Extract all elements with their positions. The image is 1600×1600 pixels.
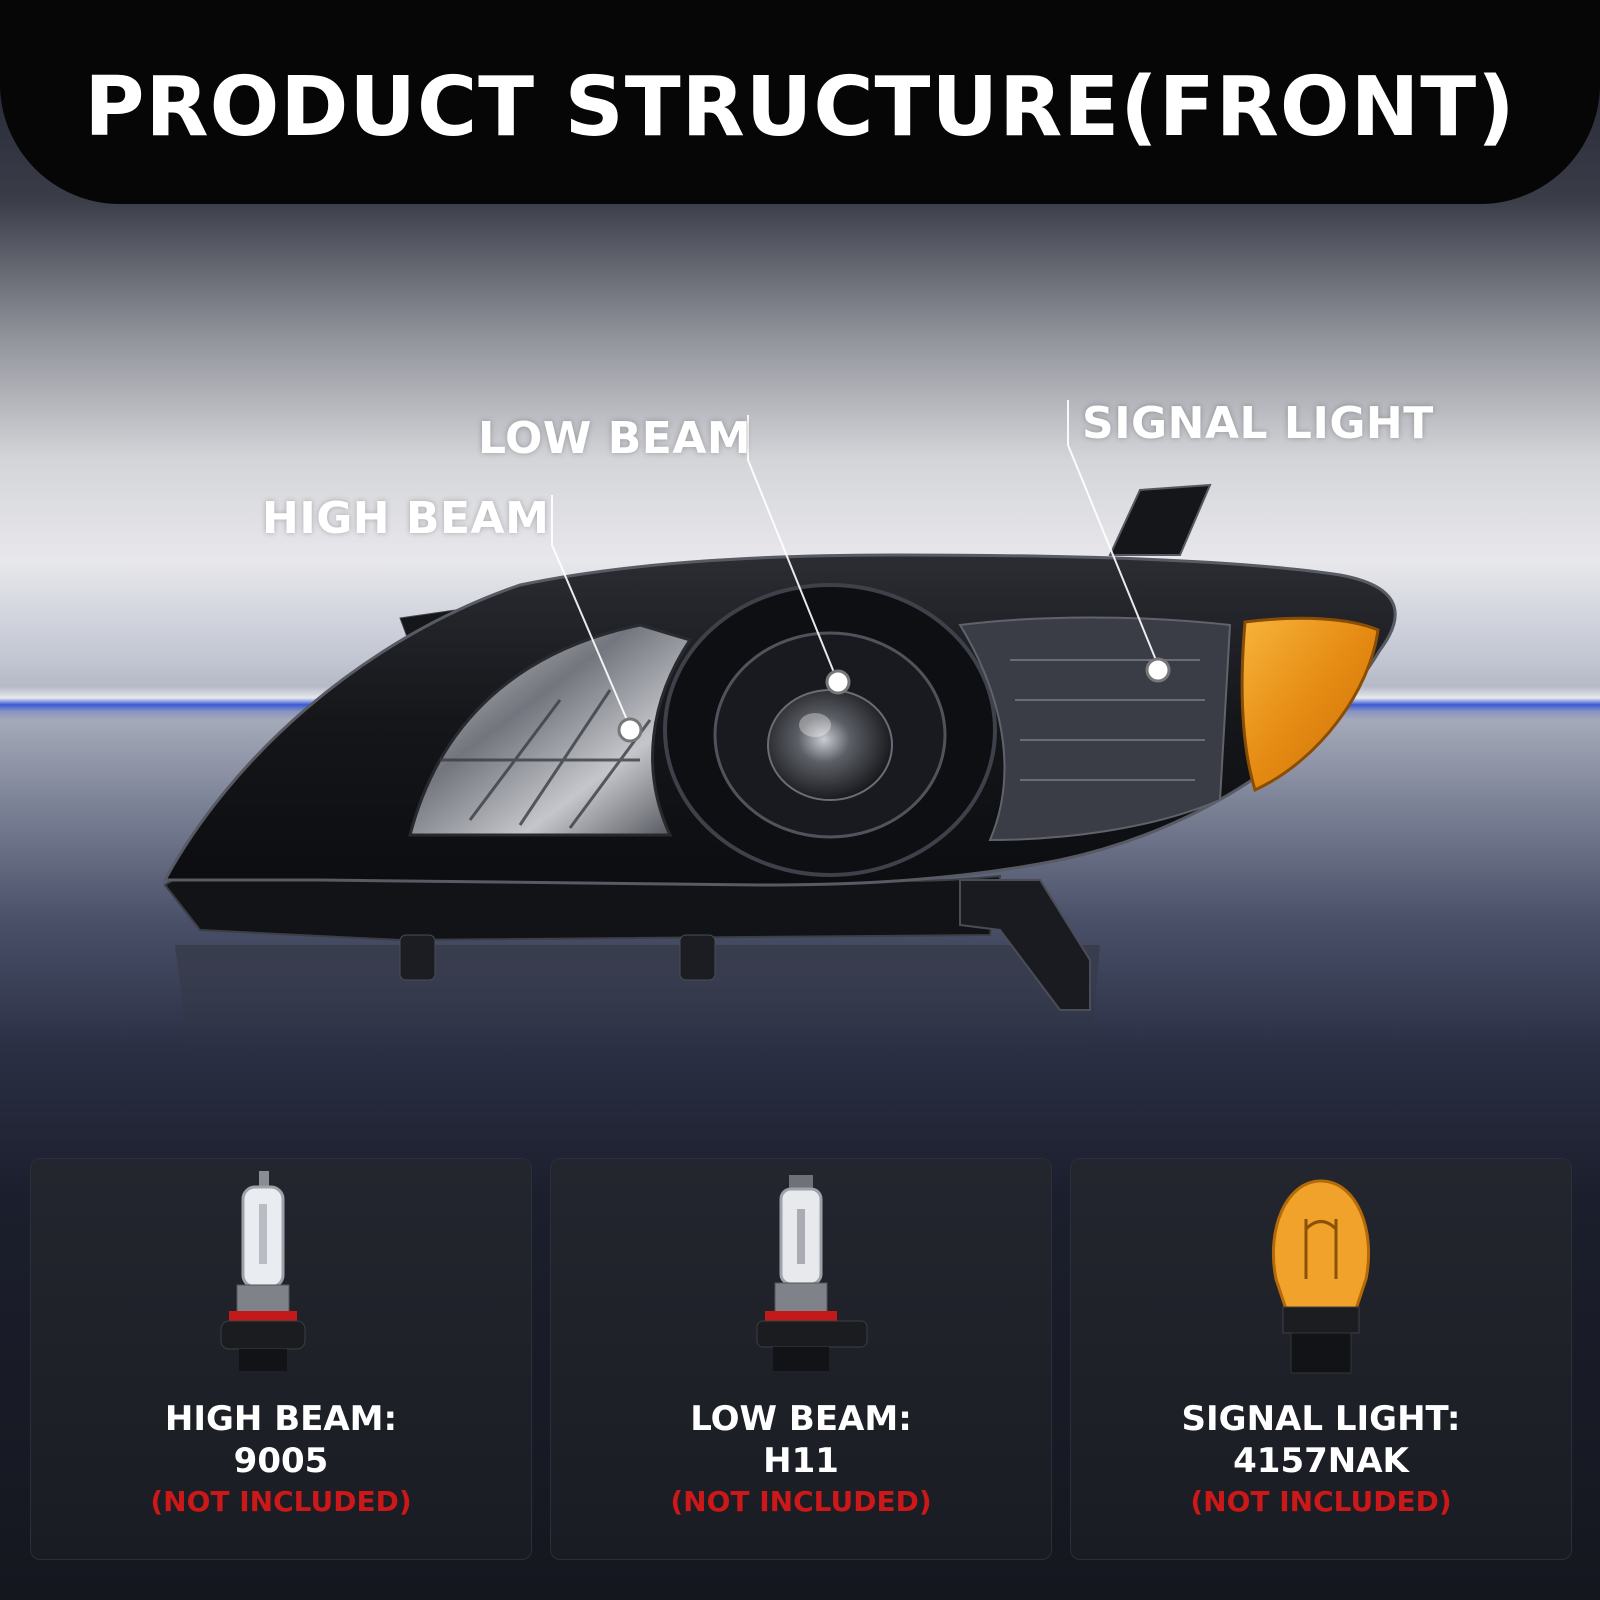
high-beam-reflector xyxy=(408,623,693,837)
callout-low-beam: LOW BEAM xyxy=(478,413,752,464)
mount-bracket xyxy=(959,879,1091,1011)
bulb-card-low-beam: LOW BEAM: H11 (NOT INCLUDED) xyxy=(550,1158,1052,1560)
bulb-note: (NOT INCLUDED) xyxy=(1190,1485,1452,1518)
high-beam-dot xyxy=(617,717,643,743)
top-clip xyxy=(1108,483,1212,556)
bulb-name: HIGH BEAM: xyxy=(164,1399,398,1439)
bulb-type: 4157NAK xyxy=(1233,1441,1409,1481)
bulb-9005-icon xyxy=(220,1171,306,1371)
callout-signal-light: SIGNAL LIGHT xyxy=(1082,398,1434,449)
bulb-type: 9005 xyxy=(233,1441,329,1481)
amber-side-marker xyxy=(1240,616,1380,793)
bulb-h11-icon xyxy=(756,1175,868,1371)
bulb-4157nak-icon xyxy=(1271,1179,1371,1374)
bulb-card-high-beam: HIGH BEAM: 9005 (NOT INCLUDED) xyxy=(30,1158,532,1560)
projector-lens-highlight xyxy=(799,713,831,737)
headlight-reflection xyxy=(175,945,1100,1060)
signal-light-leader xyxy=(1067,400,1159,666)
high-beam-leader xyxy=(551,495,628,721)
callout-high-beam: HIGH BEAM xyxy=(262,493,550,544)
bulb-note: (NOT INCLUDED) xyxy=(670,1485,932,1518)
low-beam-leader xyxy=(747,415,836,676)
projector-lens xyxy=(767,689,893,801)
bulb-name: SIGNAL LIGHT: xyxy=(1181,1399,1461,1439)
page-title: PRODUCT STRUCTURE(FRONT) xyxy=(84,60,1516,155)
bulb-card-signal-light: SIGNAL LIGHT: 4157NAK (NOT INCLUDED) xyxy=(1070,1158,1572,1560)
bulb-type: H11 xyxy=(763,1441,839,1481)
bulb-note: (NOT INCLUDED) xyxy=(150,1485,412,1518)
mount-tab xyxy=(399,934,436,981)
callout-dots xyxy=(617,657,1171,743)
signal-reflector xyxy=(958,616,1232,842)
title-banner: PRODUCT STRUCTURE(FRONT) xyxy=(0,0,1600,204)
signal-light-dot xyxy=(1145,657,1171,683)
bulb-name: LOW BEAM: xyxy=(690,1399,912,1439)
mount-tab xyxy=(679,934,716,981)
low-beam-dot xyxy=(825,669,851,695)
